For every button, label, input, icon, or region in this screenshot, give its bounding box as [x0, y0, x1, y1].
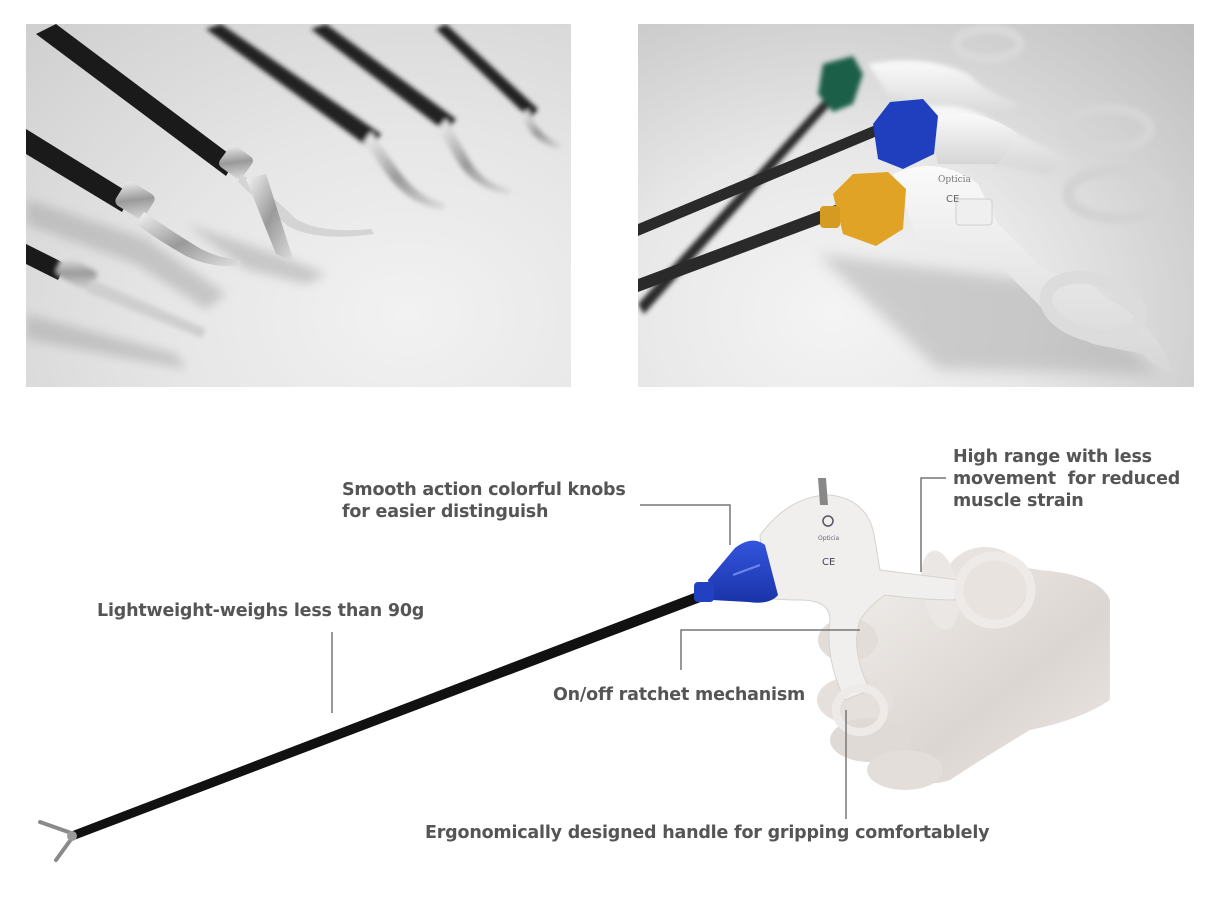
callout-weight: Lightweight-weighs less than 90g	[97, 601, 425, 621]
instrument-tips-photo	[26, 24, 571, 387]
callout-range-line1: High range with less	[953, 447, 1152, 467]
blue-rotation-knob	[694, 540, 778, 603]
callout-range: High range with less movement for reduce…	[953, 446, 1180, 512]
callout-knobs: Smooth action colorful knobs for easier …	[342, 479, 626, 523]
leader-range	[920, 477, 946, 572]
instrument-shaft	[70, 590, 706, 840]
instrument-handle: Opticia CE	[759, 478, 1036, 736]
grasper-jaws	[38, 820, 76, 862]
callout-handle: Ergonomically designed handle for grippi…	[425, 823, 990, 843]
leader-knobs	[640, 504, 731, 545]
ce-mark-text: CE	[946, 194, 959, 205]
instrument-handles-photo: Opticia CE	[638, 24, 1194, 387]
callout-leader-lines	[331, 477, 946, 819]
callout-knobs-line1: Smooth action colorful knobs	[342, 480, 626, 500]
handle-brand-mark: Opticia	[818, 535, 840, 542]
instrument-handles-illustration: Opticia CE	[638, 24, 1174, 374]
handle-ce-mark: CE	[822, 557, 835, 568]
instrument-tips-illustration	[26, 24, 561, 369]
callout-range-line2: movement for reduced	[953, 469, 1181, 489]
brand-mark-text: Opticia	[938, 175, 972, 185]
callout-knobs-line2: for easier distinguish	[342, 502, 549, 522]
annotated-instrument-diagram: Opticia CE	[0, 400, 1220, 924]
callout-range-line3: muscle strain	[953, 491, 1084, 511]
callout-ratchet: On/off ratchet mechanism	[553, 685, 806, 705]
instrument-in-hand-illustration: Opticia CE	[38, 477, 1130, 862]
leader-ratchet	[680, 629, 860, 670]
